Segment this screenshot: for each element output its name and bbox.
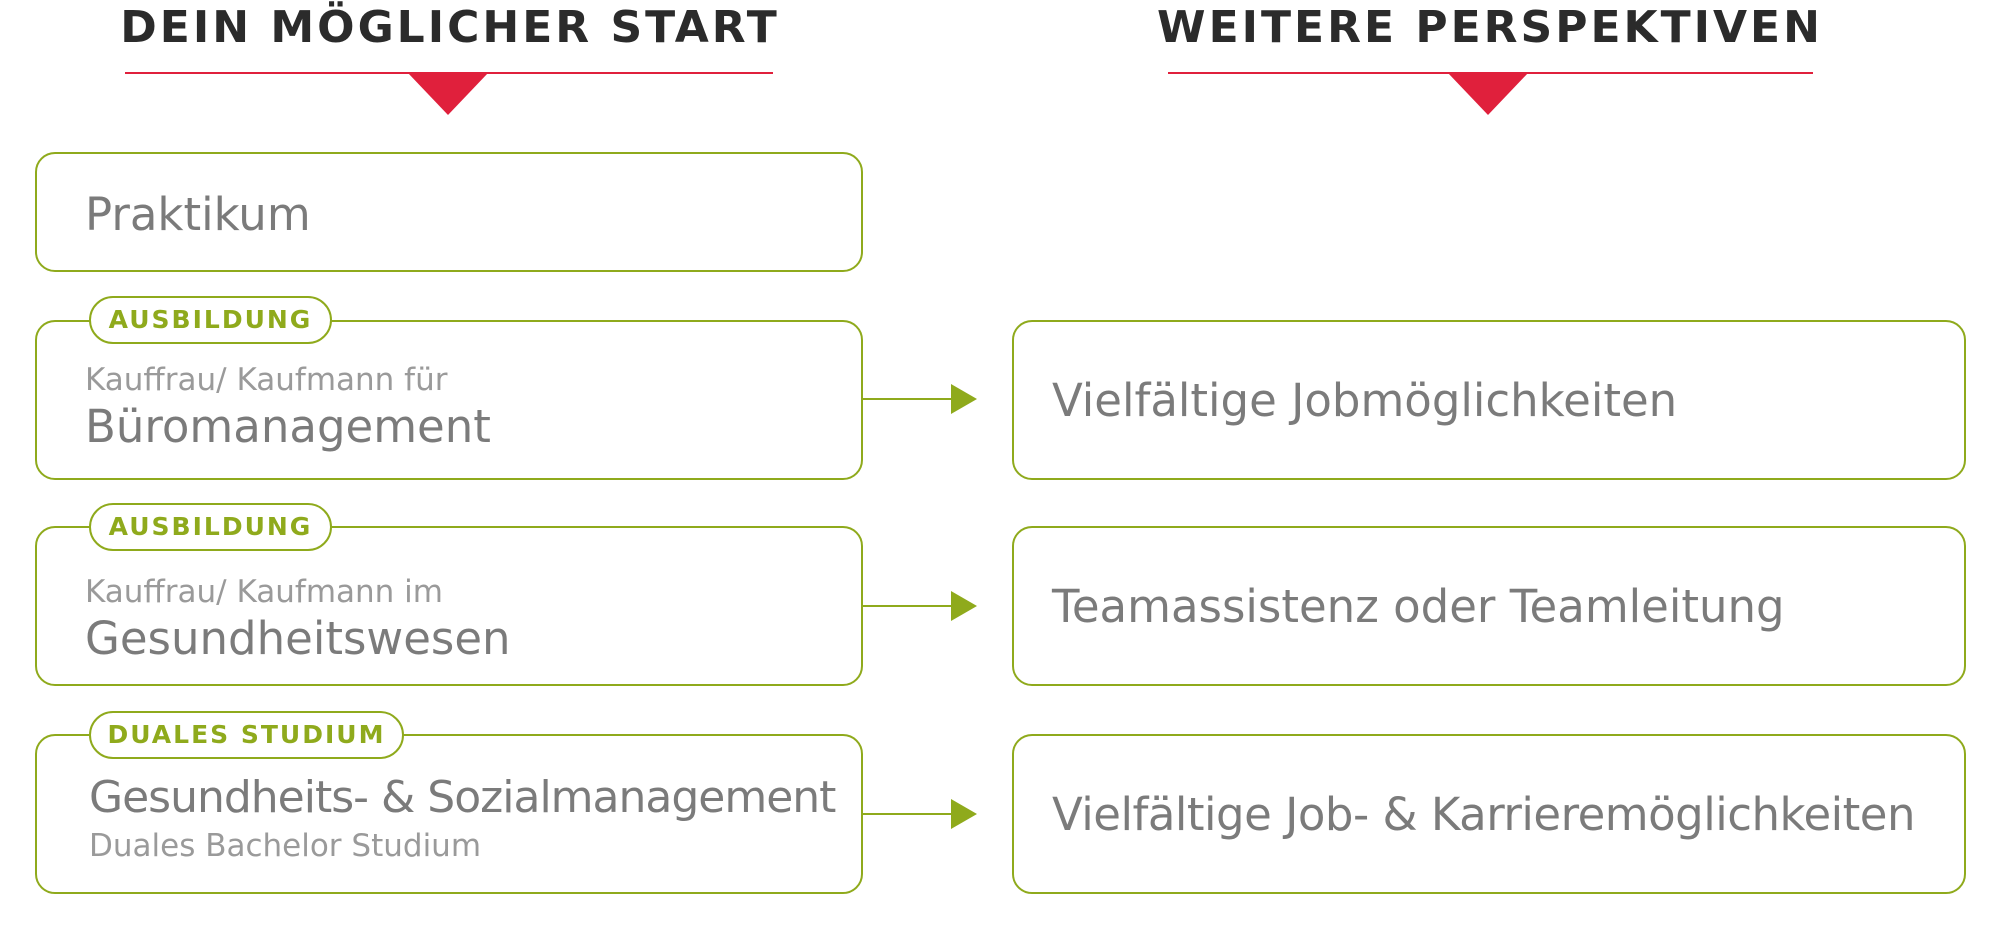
duales-studium-badge: DUALES STUDIUM [89, 711, 404, 759]
bueromanagement-subtitle: Kauffrau/ Kaufmann für [85, 362, 448, 398]
perspectives-heading-pointer-icon [1448, 73, 1528, 115]
ausbildung-badge: AUSBILDUNG [89, 296, 332, 344]
arrow-right-icon [951, 384, 977, 414]
connector-arrow-line [863, 813, 953, 815]
praktikum-box: Praktikum [35, 152, 863, 272]
praktikum-title: Praktikum [85, 188, 311, 241]
gesundheitswesen-subtitle: Kauffrau/ Kaufmann im [85, 574, 443, 610]
perspective-karriere-box: Vielfältige Job- & Karrieremöglichkeiten [1012, 734, 1966, 894]
duales-studium-title: Gesundheits- & Sozialmanagement [89, 772, 836, 823]
perspectives-column-heading: WEITERE PERSPEKTIVEN [1157, 2, 1823, 53]
bueromanagement-title: Büromanagement [85, 400, 491, 453]
duales-studium-box: Gesundheits- & Sozialmanagement Duales B… [35, 734, 863, 894]
perspective-karriere-text: Vielfältige Job- & Karrieremöglichkeiten [1052, 788, 1916, 841]
start-column-heading: DEIN MÖGLICHER START [120, 2, 780, 53]
perspective-jobs-box: Vielfältige Jobmöglichkeiten [1012, 320, 1966, 480]
perspective-team-text: Teamassistenz oder Teamleitung [1052, 580, 1785, 633]
ausbildung-bueromanagement-box: Kauffrau/ Kaufmann für Büromanagement [35, 320, 863, 480]
perspective-team-box: Teamassistenz oder Teamleitung [1012, 526, 1966, 686]
gesundheitswesen-title: Gesundheitswesen [85, 612, 511, 665]
connector-arrow-line [863, 398, 953, 400]
start-heading-pointer-icon [408, 73, 488, 115]
duales-studium-subtitle: Duales Bachelor Studium [89, 828, 482, 864]
ausbildung-gesundheitswesen-box: Kauffrau/ Kaufmann im Gesundheitswesen [35, 526, 863, 686]
connector-arrow-line [863, 605, 953, 607]
ausbildung-badge: AUSBILDUNG [89, 503, 332, 551]
arrow-right-icon [951, 799, 977, 829]
perspective-jobs-text: Vielfältige Jobmöglichkeiten [1052, 374, 1678, 427]
arrow-right-icon [951, 591, 977, 621]
